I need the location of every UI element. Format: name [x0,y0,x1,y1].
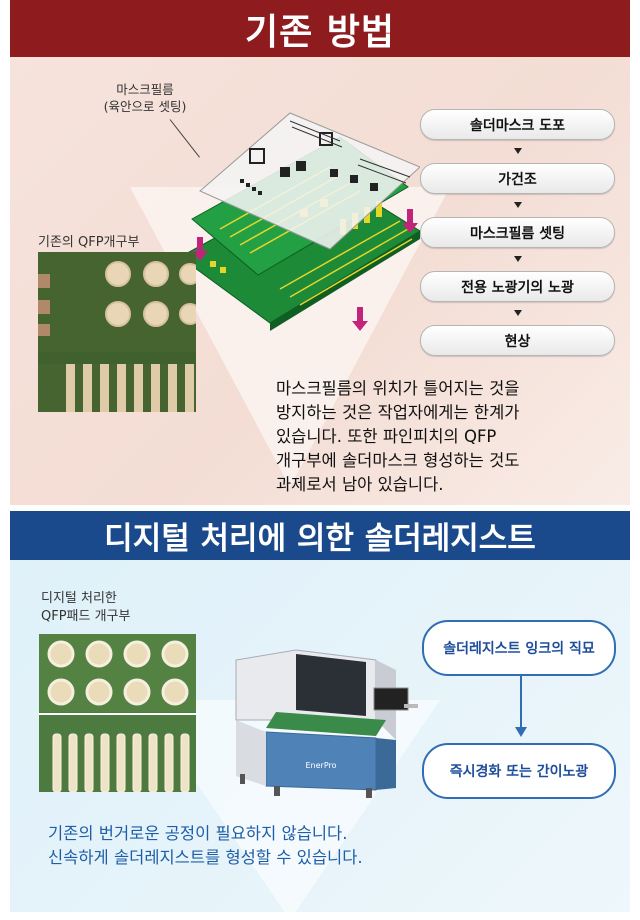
mask-film-label-line2: (육안으로 셋팅) [103,99,187,114]
section2-panel: 디지털 처리한 QFP패드 개구부 EnerPro [10,560,630,912]
flow-arrow-down-icon [513,148,522,154]
step-mask-film-setting: 마스크필름 셋팅 [420,217,615,248]
step-development: 현상 [420,325,615,356]
direct-ink-printing-bubble: 솔더레지스트 잉크의 직묘 [422,620,616,676]
description-line: 과제로서 남아 있습니다. [276,475,444,494]
step-pre-drying: 가건조 [420,163,615,194]
process-flow: 솔더마스크 도포 가건조 마스크필름 셋팅 전용 노광기의 노광 현상 [420,109,615,356]
qfp-caption: 기존의 QFP개구부 [38,235,140,250]
conventional-qfp-photo [38,252,196,412]
alignment-arrows [192,209,418,331]
flow-arrow-down-icon [513,202,522,208]
section2-description: 기존의 번거로운 공정이 필요하지 않습니다. 신속하게 솔더레지스트를 형성할… [48,822,363,870]
flow-arrow-down-icon [515,727,527,737]
mask-film-sheet [199,112,420,250]
description-line: 방지하는 것은 작업자에게는 한계가 [276,403,520,422]
step-exposure: 전용 노광기의 노광 [420,271,615,302]
section1-description: 마스크필름의 위치가 틀어지는 것을 방지하는 것은 작업자에게는 한계가 있습… [276,377,626,497]
mask-film-label-line1: 마스크필름 [116,82,174,97]
digital-qfp-photo [39,634,196,792]
flow-arrow-down-icon [513,256,522,262]
flow-arrow-down-icon [513,310,522,316]
digital-qfp-caption: 디지털 처리한 QFP패드 개구부 [41,590,130,626]
description-line: 있습니다. 또한 파인피치의 QFP [276,427,497,446]
description-line: 마스크필름의 위치가 틀어지는 것을 [276,379,520,398]
section1-title: 기존 방법 [10,0,630,57]
step-solder-mask-coating: 솔더마스크 도포 [420,109,615,140]
digital-qfp-caption-line1: 디지털 처리한 [41,591,117,606]
pcb-mask-illustration [180,112,420,331]
description-line: 신속하게 솔더레지스트를 형성할 수 있습니다. [48,848,363,867]
description-line: 개구부에 솔더마스크 형성하는 것도 [276,451,520,470]
section1-panel: 마스크필름 (육안으로 셋팅) [10,57,630,505]
inkjet-printer-machine: EnerPro [235,649,418,798]
description-line: 기존의 번거로운 공정이 필요하지 않습니다. [48,824,348,843]
digital-qfp-caption-line2: QFP패드 개구부 [41,609,131,624]
instant-curing-bubble: 즉시경화 또는 간이노광 [422,743,616,799]
machine-brand-label: EnerPro [305,761,336,770]
mask-film-label: 마스크필름 (육안으로 셋팅) [80,81,210,115]
section2-title: 디지털 처리에 의한 솔더레지스트 [10,511,630,560]
flow-arrow-line [520,674,522,730]
